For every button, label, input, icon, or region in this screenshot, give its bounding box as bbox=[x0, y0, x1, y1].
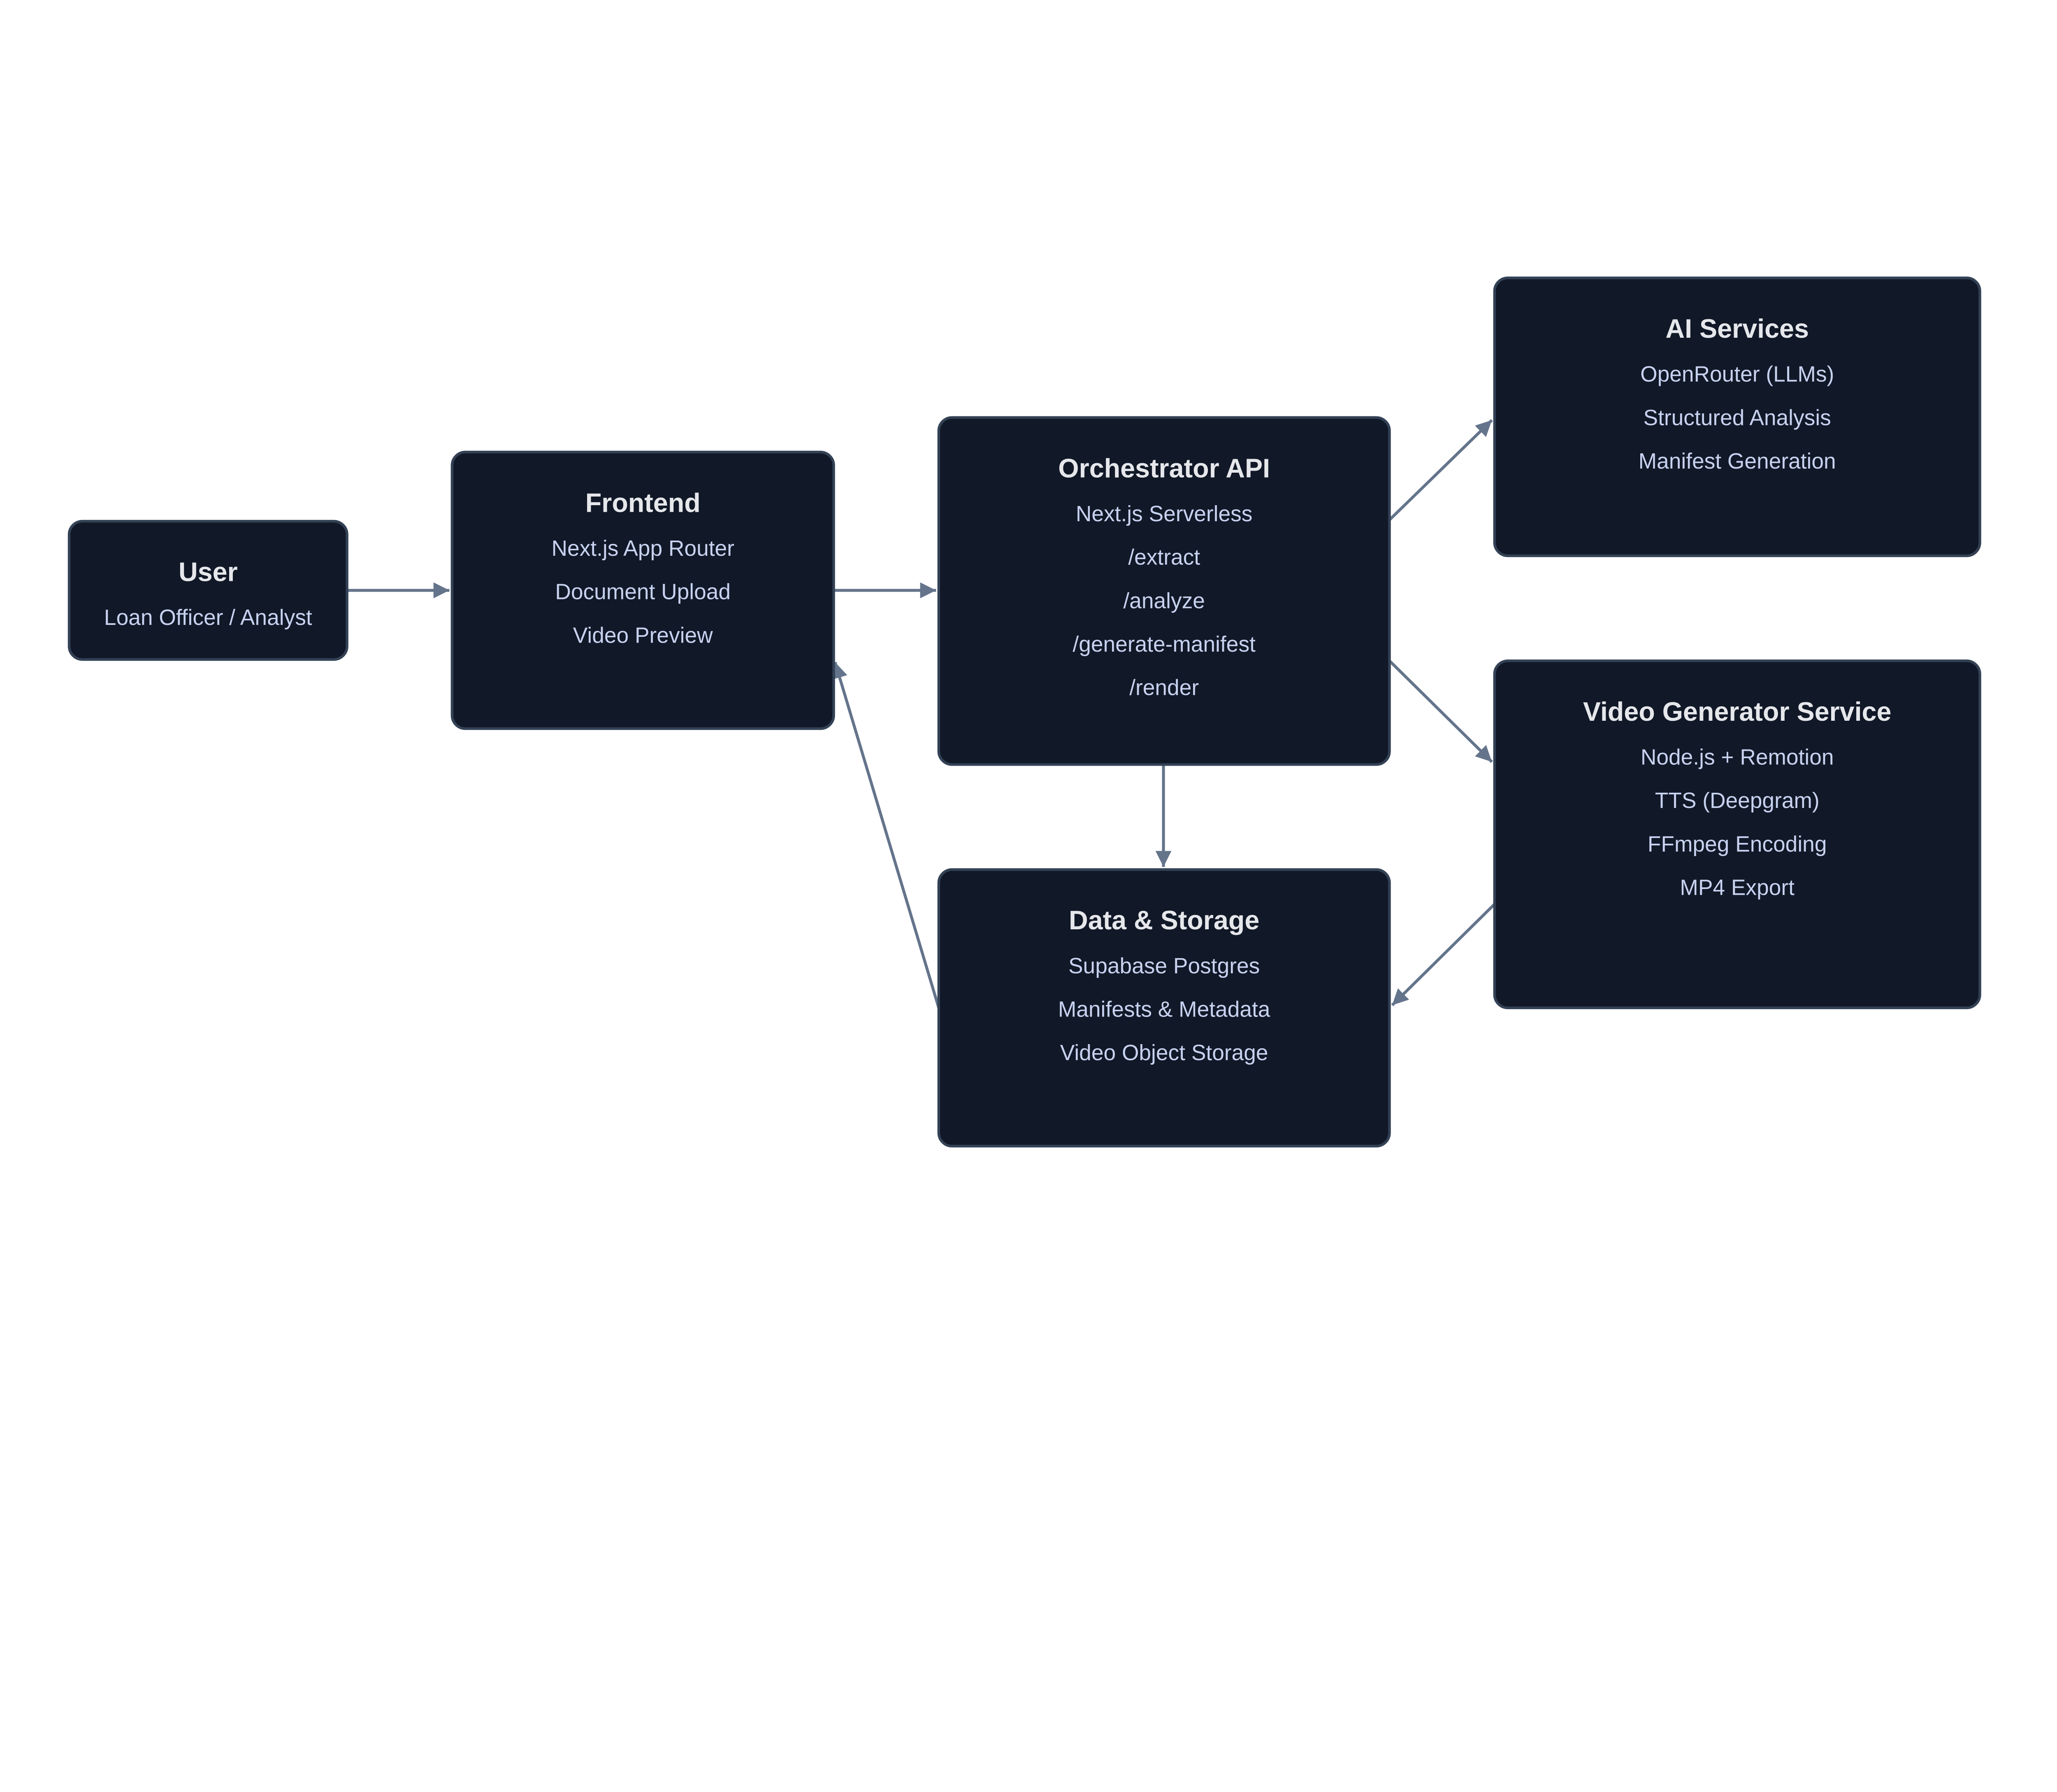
edge-orchestrator-to-ai bbox=[1388, 419, 1493, 521]
edge-video-to-data bbox=[1391, 903, 1496, 1006]
node-detail: /analyze bbox=[1123, 589, 1205, 613]
node-title: Orchestrator API bbox=[1058, 453, 1270, 483]
edges bbox=[347, 419, 1496, 1008]
node-orchestrator: Orchestrator API Next.js Serverless/extra… bbox=[937, 416, 1391, 766]
node-detail: FFmpeg Encoding bbox=[1648, 832, 1827, 857]
node-detail: Manifest Generation bbox=[1639, 449, 1836, 474]
node-detail: MP4 Export bbox=[1680, 875, 1795, 900]
node-detail: Manifests & Metadata bbox=[1058, 998, 1270, 1022]
node-box bbox=[937, 416, 1391, 766]
node-detail: Video Object Storage bbox=[1060, 1041, 1268, 1065]
node-detail: Structured Analysis bbox=[1644, 406, 1831, 430]
node-detail: /extract bbox=[1128, 545, 1200, 570]
node-detail: /render bbox=[1129, 676, 1199, 700]
edge-data-to-frontend bbox=[832, 662, 940, 1008]
node-detail: Node.js + Remotion bbox=[1641, 745, 1834, 769]
node-box bbox=[450, 450, 835, 730]
node-title: Data & Storage bbox=[1069, 905, 1259, 935]
node-detail: TTS (Deepgram) bbox=[1655, 789, 1820, 813]
node-detail: Next.js Serverless bbox=[1076, 502, 1253, 526]
node-detail: Video Preview bbox=[573, 623, 713, 648]
edge-orchestrator-to-video bbox=[1388, 659, 1493, 763]
node-box bbox=[1493, 659, 1981, 1010]
node-detail: Document Upload bbox=[555, 580, 731, 604]
node-detail: Next.js App Router bbox=[551, 536, 734, 561]
node-box bbox=[1493, 276, 1981, 557]
node-box bbox=[67, 520, 348, 661]
node-detail: /generate-manifest bbox=[1073, 632, 1256, 657]
node-title: Frontend bbox=[585, 487, 701, 518]
node-detail: OpenRouter (LLMs) bbox=[1640, 362, 1834, 387]
node-title: Video Generator Service bbox=[1583, 696, 1892, 727]
node-title: AI Services bbox=[1665, 313, 1809, 344]
node-detail: Supabase Postgres bbox=[1068, 954, 1260, 978]
node-box bbox=[937, 868, 1391, 1148]
node-title: User bbox=[179, 557, 238, 587]
node-detail: Loan Officer / Analyst bbox=[104, 606, 312, 630]
